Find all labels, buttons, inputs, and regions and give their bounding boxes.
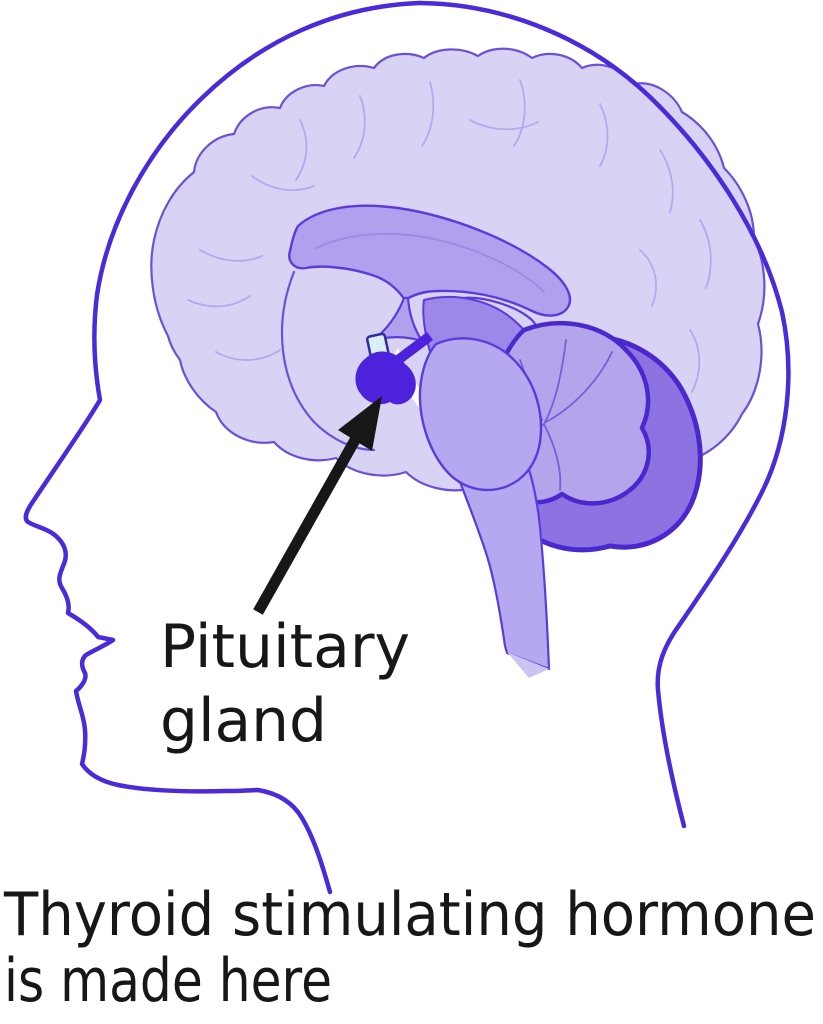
sulcus-line: [251, 175, 315, 191]
spinal-cord: [450, 458, 551, 671]
arrow-shaft: [253, 437, 360, 615]
pituitary-label-line1: Pituitary: [160, 612, 410, 682]
fornix-funnel: [372, 296, 424, 343]
head-outline-back-right: [417, 0, 791, 829]
pituitary-annotation: Pituitary gland: [160, 396, 410, 756]
brain: [150, 47, 766, 678]
head-outline: [23, 0, 791, 895]
sulcus-line: [639, 249, 657, 307]
caption-line1: Thyroid stimulating hormone: [3, 880, 816, 950]
fissure-line: [543, 423, 562, 491]
fissure-line: [543, 339, 567, 425]
pons: [418, 337, 543, 492]
head-outline-face-left: [23, 0, 423, 895]
pituitary-label-line2: gland: [160, 686, 327, 756]
sulcus-line: [513, 79, 526, 147]
sulcus-line: [353, 95, 366, 159]
sulcus-line: [599, 103, 609, 167]
sulcus-line: [689, 329, 701, 393]
arrow-head: [338, 396, 382, 451]
sulcus-line: [199, 249, 263, 262]
sulcus-line: [295, 119, 308, 181]
caption: Thyroid stimulating hormone is made here: [3, 880, 816, 1016]
sulcus-line: [699, 219, 712, 289]
corpus-callosum: [288, 204, 572, 317]
corpus-callosum-inner-line: [315, 233, 545, 293]
sulcus-line: [421, 81, 435, 147]
pituitary-stalk: [395, 332, 433, 364]
sulcus-line: [659, 149, 674, 213]
sulcus-line: [215, 349, 281, 361]
fissure-line: [545, 351, 613, 423]
sulcus-line: [469, 119, 539, 131]
caption-line2: is made here: [4, 946, 332, 1016]
pituitary-gland-shape: [355, 351, 416, 405]
spinal-cord-cut-face: [507, 652, 549, 678]
sulcus-line: [187, 295, 251, 308]
